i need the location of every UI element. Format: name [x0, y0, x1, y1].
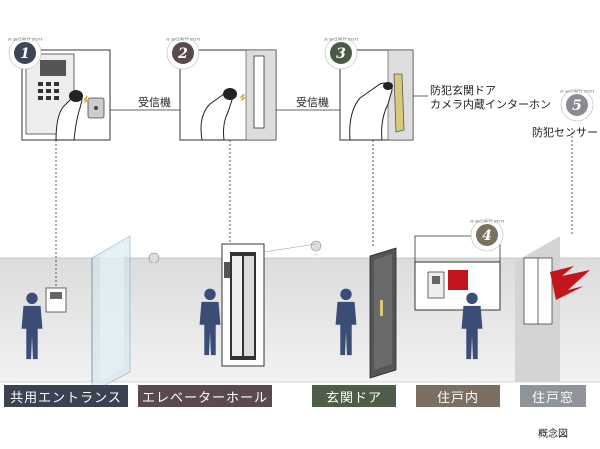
step-badge-1: 1 FIVE SECURITY SYSTEM [8, 36, 42, 70]
step-number: 2 [177, 46, 188, 62]
step-number: 4 [482, 228, 492, 244]
step-badge-4: 4 FIVE SECURITY SYSTEM [470, 218, 504, 252]
window-scene [515, 236, 590, 382]
dashed-connectors [55, 128, 573, 288]
alarm-burst [550, 266, 590, 300]
step-ring-text: FIVE SECURITY SYSTEM [324, 38, 358, 42]
receiver-label-2: 受信機 [296, 96, 329, 109]
indoor-monitor [427, 271, 445, 299]
step-badge-2: 2 FIVE SECURITY SYSTEM [166, 36, 200, 70]
corridor-wall [0, 258, 600, 382]
zone-bar-entrance: 共用エントランス [4, 385, 128, 407]
step-number: 3 [336, 46, 346, 62]
zone-bar-window: 住戸窓 [520, 385, 586, 407]
step-number: 1 [20, 46, 30, 62]
sensor-label: 防犯センサー [532, 126, 598, 139]
panel-1-illustration [21, 49, 111, 141]
door-scene [369, 247, 397, 379]
entrance-scene [45, 235, 171, 393]
zone-bar-front-door: 玄関ドア [312, 385, 396, 407]
receiver-label-1: 受信機 [138, 96, 171, 109]
panel-3-illustration [339, 49, 414, 141]
door-label-line1: 防犯玄関ドア [430, 84, 496, 97]
zone-bar-indoor: 住戸内 [416, 385, 500, 407]
caption: 概念図 [538, 429, 568, 440]
door-label-line2: カメラ内蔵インターホン [430, 98, 551, 111]
step-badge-5: 5 FIVE SECURITY SYSTEM [560, 88, 594, 122]
step-ring-text: FIVE SECURITY SYSTEM [470, 220, 504, 224]
step-badge-3: 3 FIVE SECURITY SYSTEM [324, 36, 358, 70]
step-ring-text: FIVE SECURITY SYSTEM [8, 38, 42, 42]
panel-2-illustration [179, 49, 277, 141]
elevator-scene [221, 240, 333, 367]
entrance-intercom [45, 287, 67, 313]
step-number: 5 [572, 98, 582, 114]
step-ring-text: FIVE SECURITY SYSTEM [560, 90, 594, 94]
step-ring-text: FIVE SECURITY SYSTEM [166, 38, 200, 42]
zone-bar-elevator-hall: エレベーターホール [138, 385, 272, 407]
indoor-intercom-scene [414, 261, 501, 311]
alert-panel [448, 270, 468, 290]
